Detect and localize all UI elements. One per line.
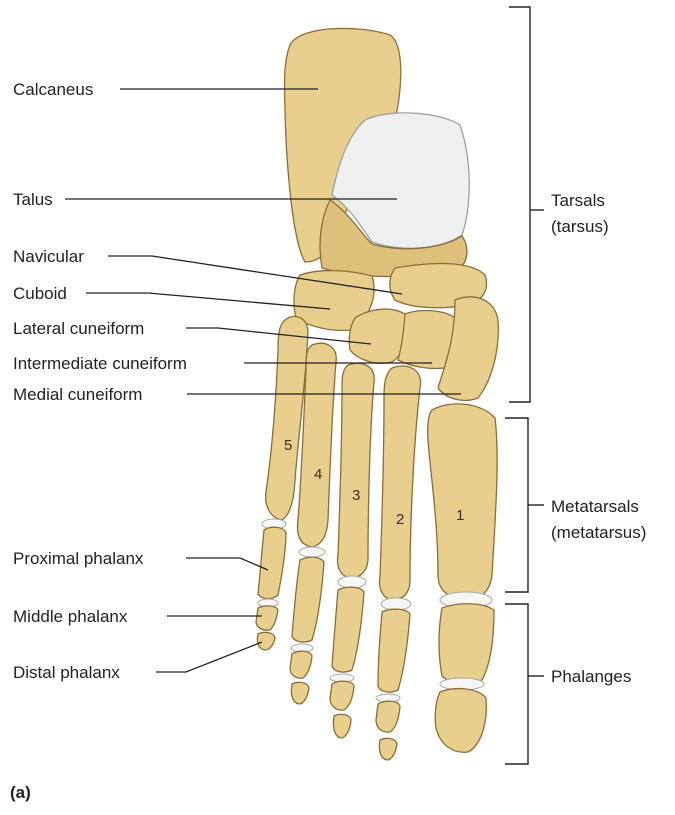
group-label-metatarsals: Metatarsals [551, 497, 639, 516]
label-talus: Talus [13, 190, 53, 209]
middle-phalanx-5 [256, 606, 278, 630]
distal-phalanx-2 [379, 738, 397, 760]
proximal-phalanx-4 [292, 557, 324, 642]
mtp-joint-4 [299, 547, 325, 557]
label-distal-phalanx: Distal phalanx [13, 663, 120, 682]
group-label-metatarsus: (metatarsus) [551, 523, 646, 542]
metatarsal-1-number: 1 [456, 507, 464, 524]
distal-phalanx-5 [257, 632, 275, 650]
middle-phalanx-2 [376, 701, 400, 732]
label-proximal-phalanx: Proximal phalanx [13, 549, 144, 568]
figure-label: (a) [10, 783, 31, 802]
distal-phalanx-1 [435, 689, 486, 753]
bracket-phalanges [505, 604, 528, 764]
bracket-tarsals [509, 7, 530, 402]
metatarsal-1-bone [428, 404, 497, 600]
middle-phalanx-4 [290, 651, 312, 678]
proximal-phalanx-5 [258, 527, 286, 598]
metatarsal-2-number: 2 [396, 511, 404, 528]
metatarsal-5-number: 5 [284, 437, 292, 454]
label-navicular: Navicular [13, 247, 84, 266]
distal-phalanx-3 [333, 714, 351, 738]
proximal-phalanx-2 [378, 609, 410, 692]
leader-proximal-phalanx [186, 558, 268, 570]
metatarsal-3-number: 3 [352, 487, 360, 504]
proximal-phalanx-3 [332, 587, 364, 672]
mtp-joint-3 [338, 576, 366, 588]
group-label-tarsus: (tarsus) [551, 217, 609, 236]
group-label-tarsals: Tarsals [551, 191, 605, 210]
label-lateral-cuneiform: Lateral cuneiform [13, 319, 144, 338]
bracket-metatarsals [505, 418, 528, 592]
distal-phalanx-4 [291, 682, 309, 704]
leader-distal-phalanx [156, 642, 262, 672]
proximal-phalanx-1 [439, 604, 494, 684]
label-middle-phalanx: Middle phalanx [13, 607, 128, 626]
label-calcaneus: Calcaneus [13, 80, 93, 99]
metatarsal-2-bone [380, 366, 421, 600]
group-label-phalanges: Phalanges [551, 667, 631, 686]
mtp-joint-2 [381, 598, 411, 610]
label-intermediate-cuneiform: Intermediate cuneiform [13, 354, 187, 373]
metatarsal-3-bone [338, 363, 375, 578]
label-cuboid: Cuboid [13, 284, 67, 303]
label-medial-cuneiform: Medial cuneiform [13, 385, 142, 404]
middle-phalanx-3 [330, 681, 354, 710]
metatarsal-4-number: 4 [314, 466, 322, 483]
lateral-cuneiform-bone [349, 309, 407, 363]
